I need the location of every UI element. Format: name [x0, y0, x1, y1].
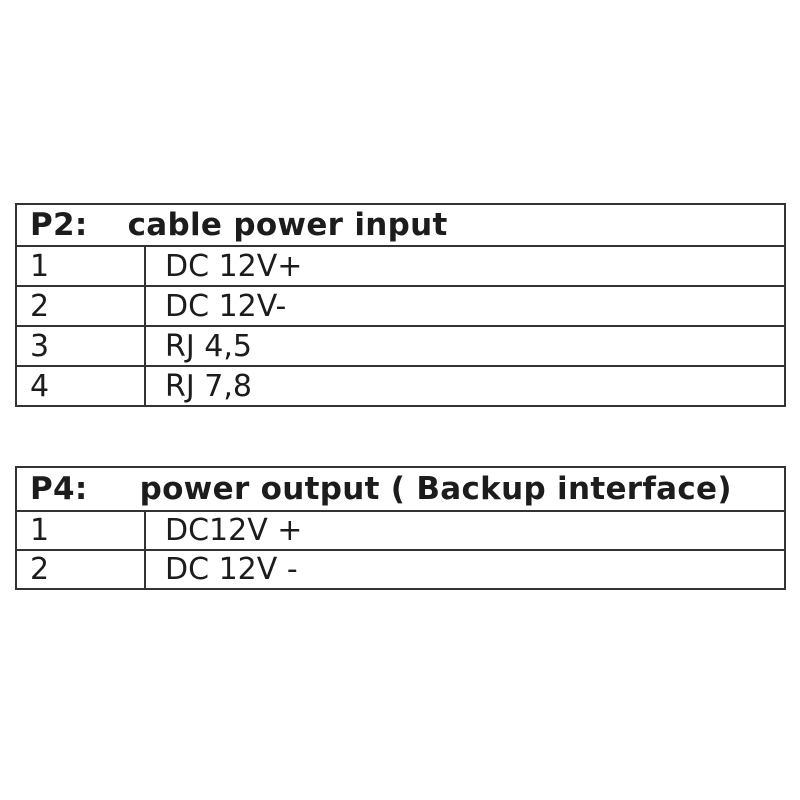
pin-description-cell: RJ 7,8 — [144, 367, 784, 405]
pin-number-cell: 1 — [30, 248, 50, 284]
table-row: 4 RJ 7,8 — [17, 365, 784, 405]
table-p4-header-label: P4: — [30, 471, 88, 507]
table-p2: P2: cable power input 1 DC 12V+ 2 DC 12V… — [15, 203, 786, 407]
pin-description-cell: DC 12V+ — [144, 247, 784, 285]
table-p4-header-title: power output ( Backup interface) — [139, 471, 732, 507]
table-p2-header: P2: cable power input — [17, 205, 784, 245]
table-row: 1 DC12V + — [17, 510, 784, 549]
pin-number-cell: 3 — [30, 328, 50, 364]
pin-description-cell: DC12V + — [144, 512, 784, 549]
pin-description-cell: DC 12V - — [144, 551, 784, 588]
table-row: 2 DC 12V- — [17, 285, 784, 325]
table-p2-header-label: P2: — [30, 207, 88, 243]
table-p4: P4: power output ( Backup interface) 1 D… — [15, 466, 786, 590]
pin-number-cell: 2 — [30, 288, 50, 324]
pin-description-cell: DC 12V- — [144, 287, 784, 325]
pin-number-cell: 2 — [30, 552, 50, 587]
pin-description-cell: RJ 4,5 — [144, 327, 784, 365]
table-row: 3 RJ 4,5 — [17, 325, 784, 365]
table-p4-header: P4: power output ( Backup interface) — [17, 468, 784, 510]
pin-number-cell: 4 — [30, 368, 50, 404]
pin-number-cell: 1 — [30, 513, 50, 548]
table-p2-header-title: cable power input — [127, 207, 448, 243]
table-row: 1 DC 12V+ — [17, 245, 784, 285]
table-row: 2 DC 12V - — [17, 549, 784, 588]
